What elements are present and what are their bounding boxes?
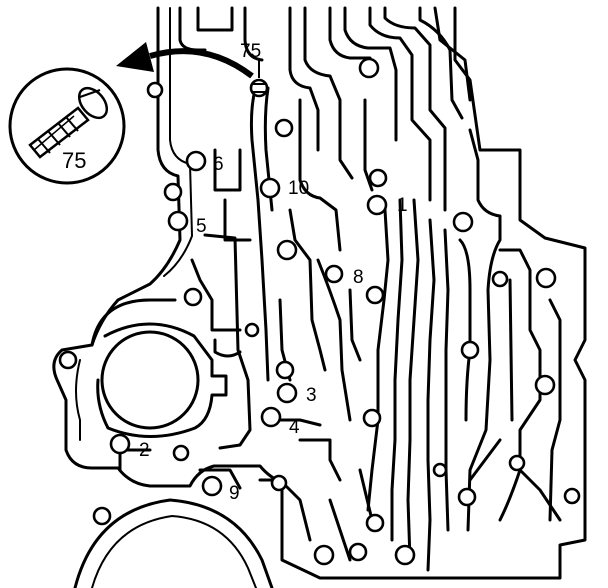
- callout-2: 2: [139, 440, 150, 461]
- callout-1: 1: [397, 195, 408, 216]
- bolt-hole: [365, 513, 385, 533]
- bolt-hole: [460, 340, 480, 360]
- bolt-hole: [146, 81, 164, 99]
- bolt-hole: [362, 408, 382, 428]
- bolt-hole: [457, 487, 477, 507]
- bolt-hole-75: [249, 78, 269, 98]
- bolt-hole: [563, 487, 581, 505]
- bolt-hole-6: [185, 150, 207, 172]
- detail-arrow: [116, 42, 254, 79]
- callout-labels: 75 1 2 3 4 5 6 8 9 10: [139, 41, 408, 504]
- bolt-hole: [92, 506, 112, 526]
- callout-6: 6: [213, 154, 224, 175]
- bolt-hole: [368, 168, 388, 188]
- bolt-hole-4: [260, 406, 282, 428]
- bolt-hole-8: [324, 264, 344, 284]
- bolt-hole: [348, 542, 368, 562]
- bolt-hole: [365, 285, 385, 305]
- callout-9: 9: [229, 483, 240, 504]
- bolt-hole-9: [201, 475, 223, 497]
- bolt-hole: [535, 267, 557, 289]
- callout-3: 3: [306, 385, 317, 406]
- bolt-hole: [491, 270, 509, 288]
- bolt-hole: [163, 182, 183, 202]
- gasket-arc: [73, 498, 274, 588]
- callout-5: 5: [196, 216, 207, 237]
- bolt-hole: [58, 350, 78, 370]
- callout-4: 4: [289, 417, 300, 438]
- bolt-hole: [358, 57, 380, 79]
- bolt-hole: [452, 211, 474, 233]
- callout-75: 75: [240, 41, 261, 62]
- bolt-hole: [276, 239, 298, 261]
- bolt-hole-1: [366, 194, 388, 216]
- bolt-hole-10: [259, 177, 281, 199]
- bolt-icon: [28, 86, 109, 159]
- bolt-hole: [313, 544, 335, 566]
- bolt-hole: [183, 287, 203, 307]
- bolt-hole: [244, 322, 260, 338]
- bolt-holes: [58, 57, 581, 566]
- bolt-hole: [534, 374, 556, 396]
- bolt-hole: [394, 544, 416, 566]
- valve-body-outline: [52, 6, 587, 580]
- bolt-hole: [275, 360, 295, 380]
- callout-8: 8: [353, 267, 364, 288]
- bolt-hole: [508, 454, 526, 472]
- bolt-detail-inset: 75: [8, 67, 126, 185]
- bolt-hole-3: [276, 382, 298, 404]
- bolt-hole: [432, 462, 448, 478]
- bolt-hole-2: [109, 433, 131, 455]
- bolt-hole-5: [167, 210, 189, 232]
- detail-label: 75: [62, 148, 86, 173]
- bolt-hole: [172, 444, 190, 462]
- bolt-75-marker: [251, 60, 267, 93]
- bolt-hole: [270, 474, 288, 492]
- bolt-hole: [274, 118, 294, 138]
- large-bore: [75, 322, 228, 441]
- callout-10: 10: [288, 178, 309, 199]
